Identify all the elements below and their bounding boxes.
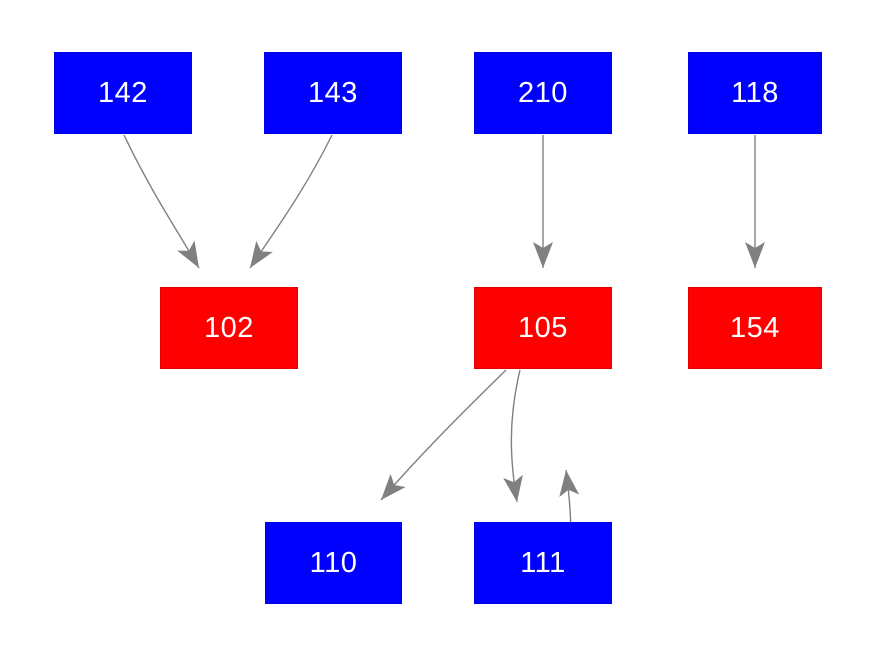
node-142[interactable]: 142 <box>54 52 192 134</box>
node-111[interactable]: 111 <box>474 522 612 604</box>
arrowhead-111-to-105 <box>559 470 580 498</box>
arrowhead-105-to-110 <box>381 473 406 500</box>
node-label: 105 <box>518 311 568 344</box>
arrowhead-142-to-102 <box>177 240 199 268</box>
node-118[interactable]: 118 <box>688 52 822 134</box>
node-label: 118 <box>731 76 779 109</box>
node-label: 143 <box>308 76 358 109</box>
node-label: 142 <box>98 76 148 109</box>
node-102[interactable]: 102 <box>160 287 298 369</box>
edge-105-to-111 <box>510 369 521 503</box>
node-110[interactable]: 110 <box>265 522 402 604</box>
node-143[interactable]: 143 <box>264 52 402 134</box>
edge-142-to-102 <box>123 134 200 269</box>
node-105[interactable]: 105 <box>474 287 612 369</box>
node-label: 111 <box>520 546 566 579</box>
node-154[interactable]: 154 <box>688 287 822 369</box>
node-label: 154 <box>730 311 780 344</box>
node-label: 102 <box>204 311 254 344</box>
arrowhead-210-to-105 <box>533 242 553 268</box>
node-label: 110 <box>309 546 358 579</box>
arrowhead-105-to-111 <box>503 474 523 502</box>
edge-105-to-110 <box>380 369 507 501</box>
arrowhead-143-to-102 <box>250 240 273 268</box>
edge-143-to-102 <box>249 134 333 269</box>
node-label: 210 <box>518 76 568 109</box>
arrowhead-118-to-154 <box>745 242 765 268</box>
node-210[interactable]: 210 <box>474 52 612 134</box>
